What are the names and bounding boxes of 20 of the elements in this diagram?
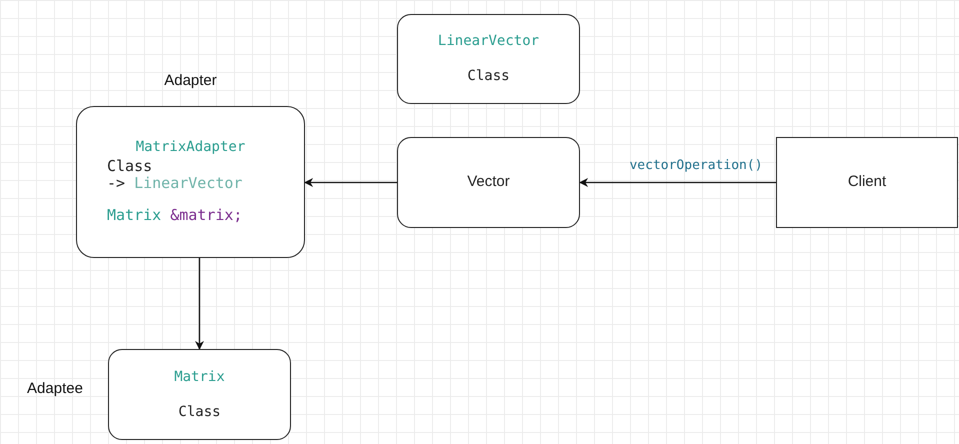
- edge-label: vectorOperation(): [629, 156, 763, 174]
- actor-box: [776, 137, 958, 228]
- member-declaration: Matrix &matrix;: [107, 205, 242, 226]
- role-label: Adapter: [163, 71, 218, 91]
- arrow: [195, 258, 204, 350]
- node-label: Client: [848, 172, 886, 192]
- interface-box: [397, 137, 580, 228]
- arrow: [579, 178, 776, 187]
- class-name: MatrixAdapter: [136, 138, 246, 158]
- role-label: Adaptee: [26, 379, 84, 399]
- class-box: [108, 349, 291, 440]
- stereotype-text: Class: [467, 67, 510, 86]
- inheritance-text: Class -> LinearVector: [107, 158, 242, 192]
- arrow: [304, 178, 397, 187]
- class-box: [76, 106, 305, 258]
- class-name: Matrix: [174, 368, 225, 386]
- class-box: [397, 14, 580, 104]
- stereotype-text: Class: [178, 402, 221, 422]
- node-label: Vector: [467, 172, 510, 192]
- class-name: LinearVector: [438, 32, 540, 51]
